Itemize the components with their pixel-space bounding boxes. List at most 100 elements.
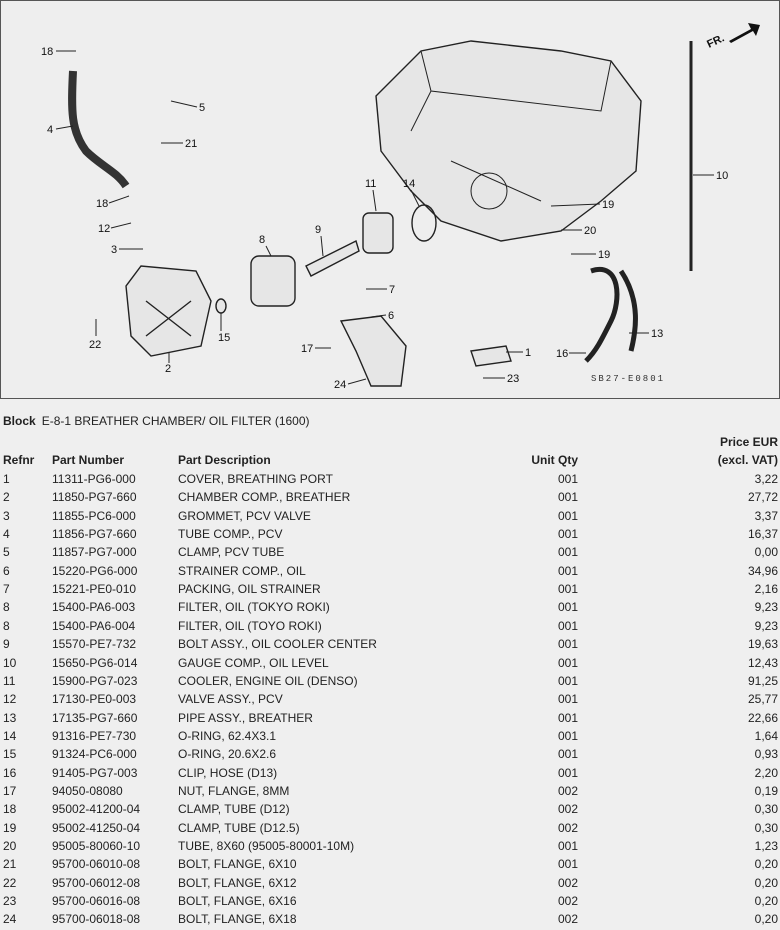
callout[interactable]: 9 [315,224,321,236]
diagram-code: SB27-E0801 [591,374,665,384]
description-cell: PIPE ASSY., BREATHER [178,710,313,725]
front-arrow-icon [729,23,760,43]
refnr-cell: 18 [3,802,17,817]
callout[interactable]: 7 [389,284,395,296]
qty-cell: 001 [557,545,578,560]
refnr-cell: 21 [3,857,17,872]
callout[interactable]: 18 [96,198,108,210]
parts-diagram: FR. SB27-E0801 18 4 5 21 18 12 3 8 9 11 … [0,0,780,399]
qty-cell: 001 [557,692,578,707]
oil-filter-drawing [250,255,296,307]
callout[interactable]: 5 [199,102,205,114]
refnr-cell: 3 [3,508,10,523]
callout[interactable]: 20 [584,225,596,237]
qty-cell: 001 [557,527,578,542]
header-qty: Unit Qty [531,453,578,467]
part-number-cell: 17135-PG7-660 [52,710,138,725]
callout[interactable]: 11 [365,178,376,190]
direction-label: FR. [705,32,726,50]
callout[interactable]: 16 [556,348,568,360]
table-row[interactable]: 18 95002-41200-04 CLAMP, TUBE (D12) 002 0,30 [0,802,780,820]
callout[interactable]: 8 [259,234,265,246]
header-part-number: Part Number [52,453,125,467]
qty-cell: 001 [557,747,578,762]
description-cell: O-RING, 20.6X2.6 [178,747,277,762]
callout[interactable]: 18 [41,46,53,58]
qty-cell: 002 [557,802,578,817]
refnr-cell: 10 [3,655,17,670]
callout[interactable]: 10 [716,170,728,182]
description-cell: BOLT, FLANGE, 6X10 [178,857,297,872]
callout[interactable]: 13 [651,328,663,340]
price-cell: 0,30 [754,802,778,817]
callout[interactable]: 3 [111,244,117,256]
strainer-drawing [339,315,407,387]
callout[interactable]: 23 [507,373,519,385]
description-cell: STRAINER COMP., OIL [178,563,306,578]
header-price: Price EUR [719,435,778,449]
callout[interactable]: 14 [403,178,415,190]
callout[interactable]: 4 [47,124,53,136]
qty-cell: 001 [557,563,578,578]
refnr-cell: 15 [3,747,17,762]
callout[interactable]: 15 [218,332,230,344]
oil-cooler-drawing [362,212,394,254]
callout[interactable]: 24 [334,379,346,391]
refnr-cell: 2 [3,490,10,505]
qty-cell: 002 [557,820,578,835]
part-number-cell: 91324-PC6-000 [52,747,137,762]
price-cell: 19,63 [747,637,778,652]
description-cell: BOLT, FLANGE, 6X18 [178,912,297,927]
refnr-cell: 24 [3,912,17,927]
chamber-ribs [145,300,192,337]
description-cell: FILTER, OIL (TOKYO ROKI) [178,600,330,615]
price-cell: 34,96 [747,563,778,578]
part-number-cell: 11855-PC6-000 [52,508,136,523]
qty-cell: 001 [557,472,578,486]
block-label: Block [3,414,36,428]
callout[interactable]: 12 [98,223,110,235]
part-number-cell: 95002-41200-04 [52,802,141,817]
callout[interactable]: 19 [598,249,610,261]
description-cell: CLAMP, TUBE (D12) [178,802,290,817]
part-number-cell: 17130-PE0-003 [52,692,137,707]
callout[interactable]: 17 [301,343,313,355]
callout[interactable]: 6 [388,310,394,322]
description-cell: CLIP, HOSE (D13) [178,765,278,780]
callout[interactable]: 22 [89,339,101,351]
description-cell: BOLT, FLANGE, 6X16 [178,894,297,909]
callout[interactable]: 21 [185,138,197,150]
price-cell: 9,23 [754,618,778,633]
callout[interactable]: 2 [165,363,171,375]
header-refnr: Refnr [3,453,35,467]
part-number-cell: 15900-PG7-023 [52,673,138,688]
callout[interactable]: 19 [602,199,614,211]
price-cell: 12,43 [747,655,778,670]
callout[interactable]: 1 [525,347,531,359]
exploded-view: FR. SB27-E0801 18 4 5 21 18 12 3 8 9 11 … [41,23,760,391]
